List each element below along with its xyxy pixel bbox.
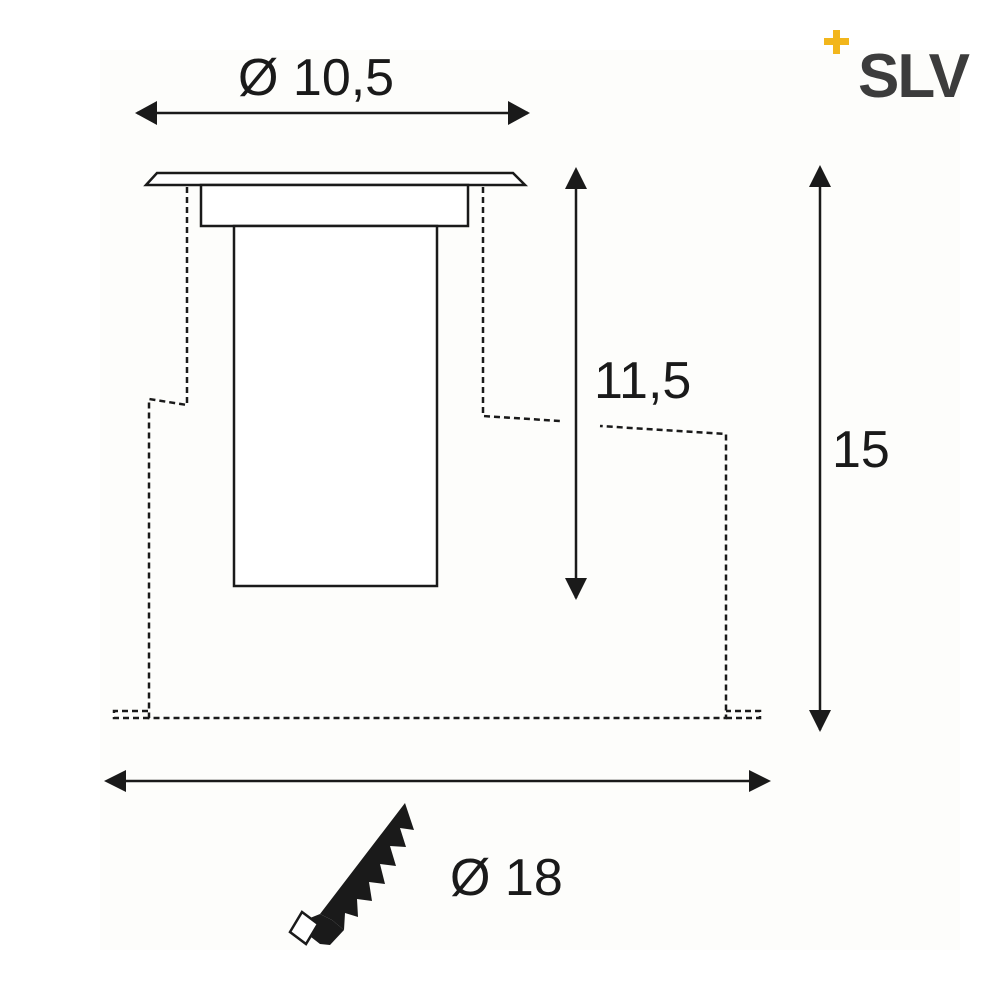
dimension-total-height xyxy=(809,165,831,732)
dimension-label-cutout-diameter: Ø 18 xyxy=(450,849,563,907)
dimension-inner-height xyxy=(565,167,587,600)
installation-housing-dashed xyxy=(112,187,762,720)
luminaire-body xyxy=(143,171,529,588)
logo-wordmark: SLV xyxy=(858,42,970,111)
dimension-label-top-diameter: Ø 10,5 xyxy=(238,49,395,107)
drill-bit-icon xyxy=(288,803,414,946)
plus-icon xyxy=(824,30,849,54)
dimension-top-diameter xyxy=(135,101,530,125)
slv-logo: SLV xyxy=(820,20,980,111)
dimension-cutout-diameter xyxy=(104,770,771,792)
dimension-label-inner-height: 11,5 xyxy=(594,352,692,410)
dimension-label-total-height: 15 xyxy=(832,421,890,479)
